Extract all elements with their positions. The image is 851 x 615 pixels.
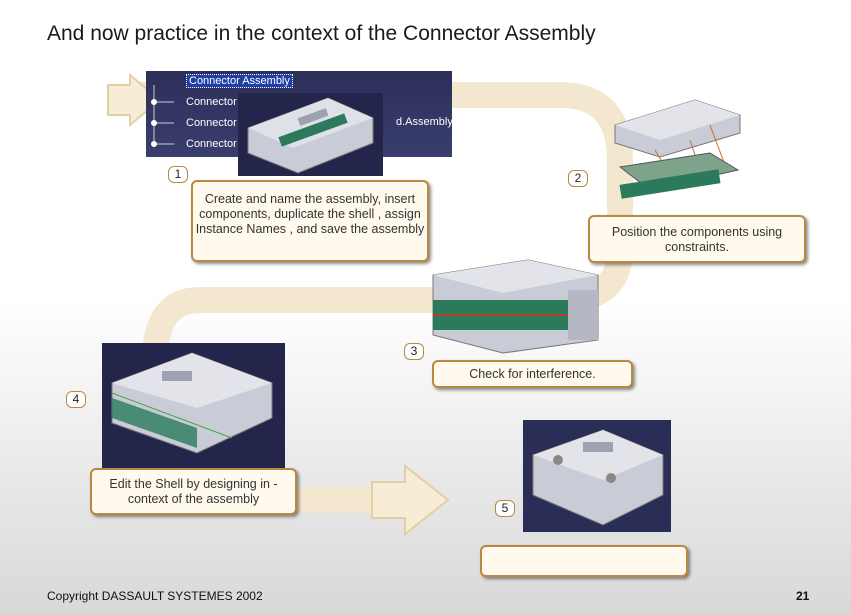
arrow-icon — [107, 72, 162, 128]
step3-part-image — [428, 255, 603, 355]
step1-part-image — [238, 93, 383, 176]
connector-part-icon — [247, 97, 374, 174]
page-title: And now practice in the context of the C… — [47, 22, 596, 45]
tree-root-label: Connector Assembly — [186, 74, 293, 88]
tree-connectors — [151, 85, 174, 147]
step2-number: 2 — [568, 170, 588, 187]
step1-number: 1 — [168, 166, 188, 183]
step2-callout: Position the components using constraint… — [588, 215, 806, 263]
step3-callout: Check for interference. — [432, 360, 633, 388]
step1-callout: Create and name the assembly, insert com… — [191, 180, 429, 262]
step1-text: Create and name the assembly, insert com… — [195, 192, 425, 236]
step4-callout: Edit the Shell by designing in -context … — [90, 468, 297, 515]
step2-text: Position the components using constraint… — [611, 225, 783, 254]
final-shell-icon — [532, 429, 664, 526]
step4-number: 4 — [66, 391, 86, 408]
copyright-text: Copyright DASSAULT SYSTEMES 2002 — [47, 589, 263, 603]
step3-text: Check for interference. — [469, 367, 596, 381]
tree-item-1[interactable]: Connector — [186, 96, 237, 108]
arrow-icon-bottom — [371, 463, 450, 537]
tree-item-3[interactable]: Connector — [186, 138, 237, 150]
step4-part-image — [102, 343, 285, 468]
tree-root[interactable]: Connector Assembly — [186, 74, 293, 88]
step5-part-image — [523, 420, 671, 532]
page-number: 21 — [796, 589, 810, 603]
shell-edit-icon — [111, 352, 273, 454]
step3-number: 3 — [404, 343, 424, 360]
tree-item-2[interactable]: Connector — [186, 117, 237, 129]
step4-text: Edit the Shell by designing in -context … — [109, 477, 278, 506]
exploded-connector-icon — [614, 99, 741, 199]
step5-callout — [480, 545, 688, 577]
step5-number: 5 — [495, 500, 515, 517]
step2-part-image — [600, 95, 750, 205]
tree-item-tail: d.Assembly.1) — [396, 116, 465, 128]
assembled-connector-icon — [432, 259, 599, 354]
